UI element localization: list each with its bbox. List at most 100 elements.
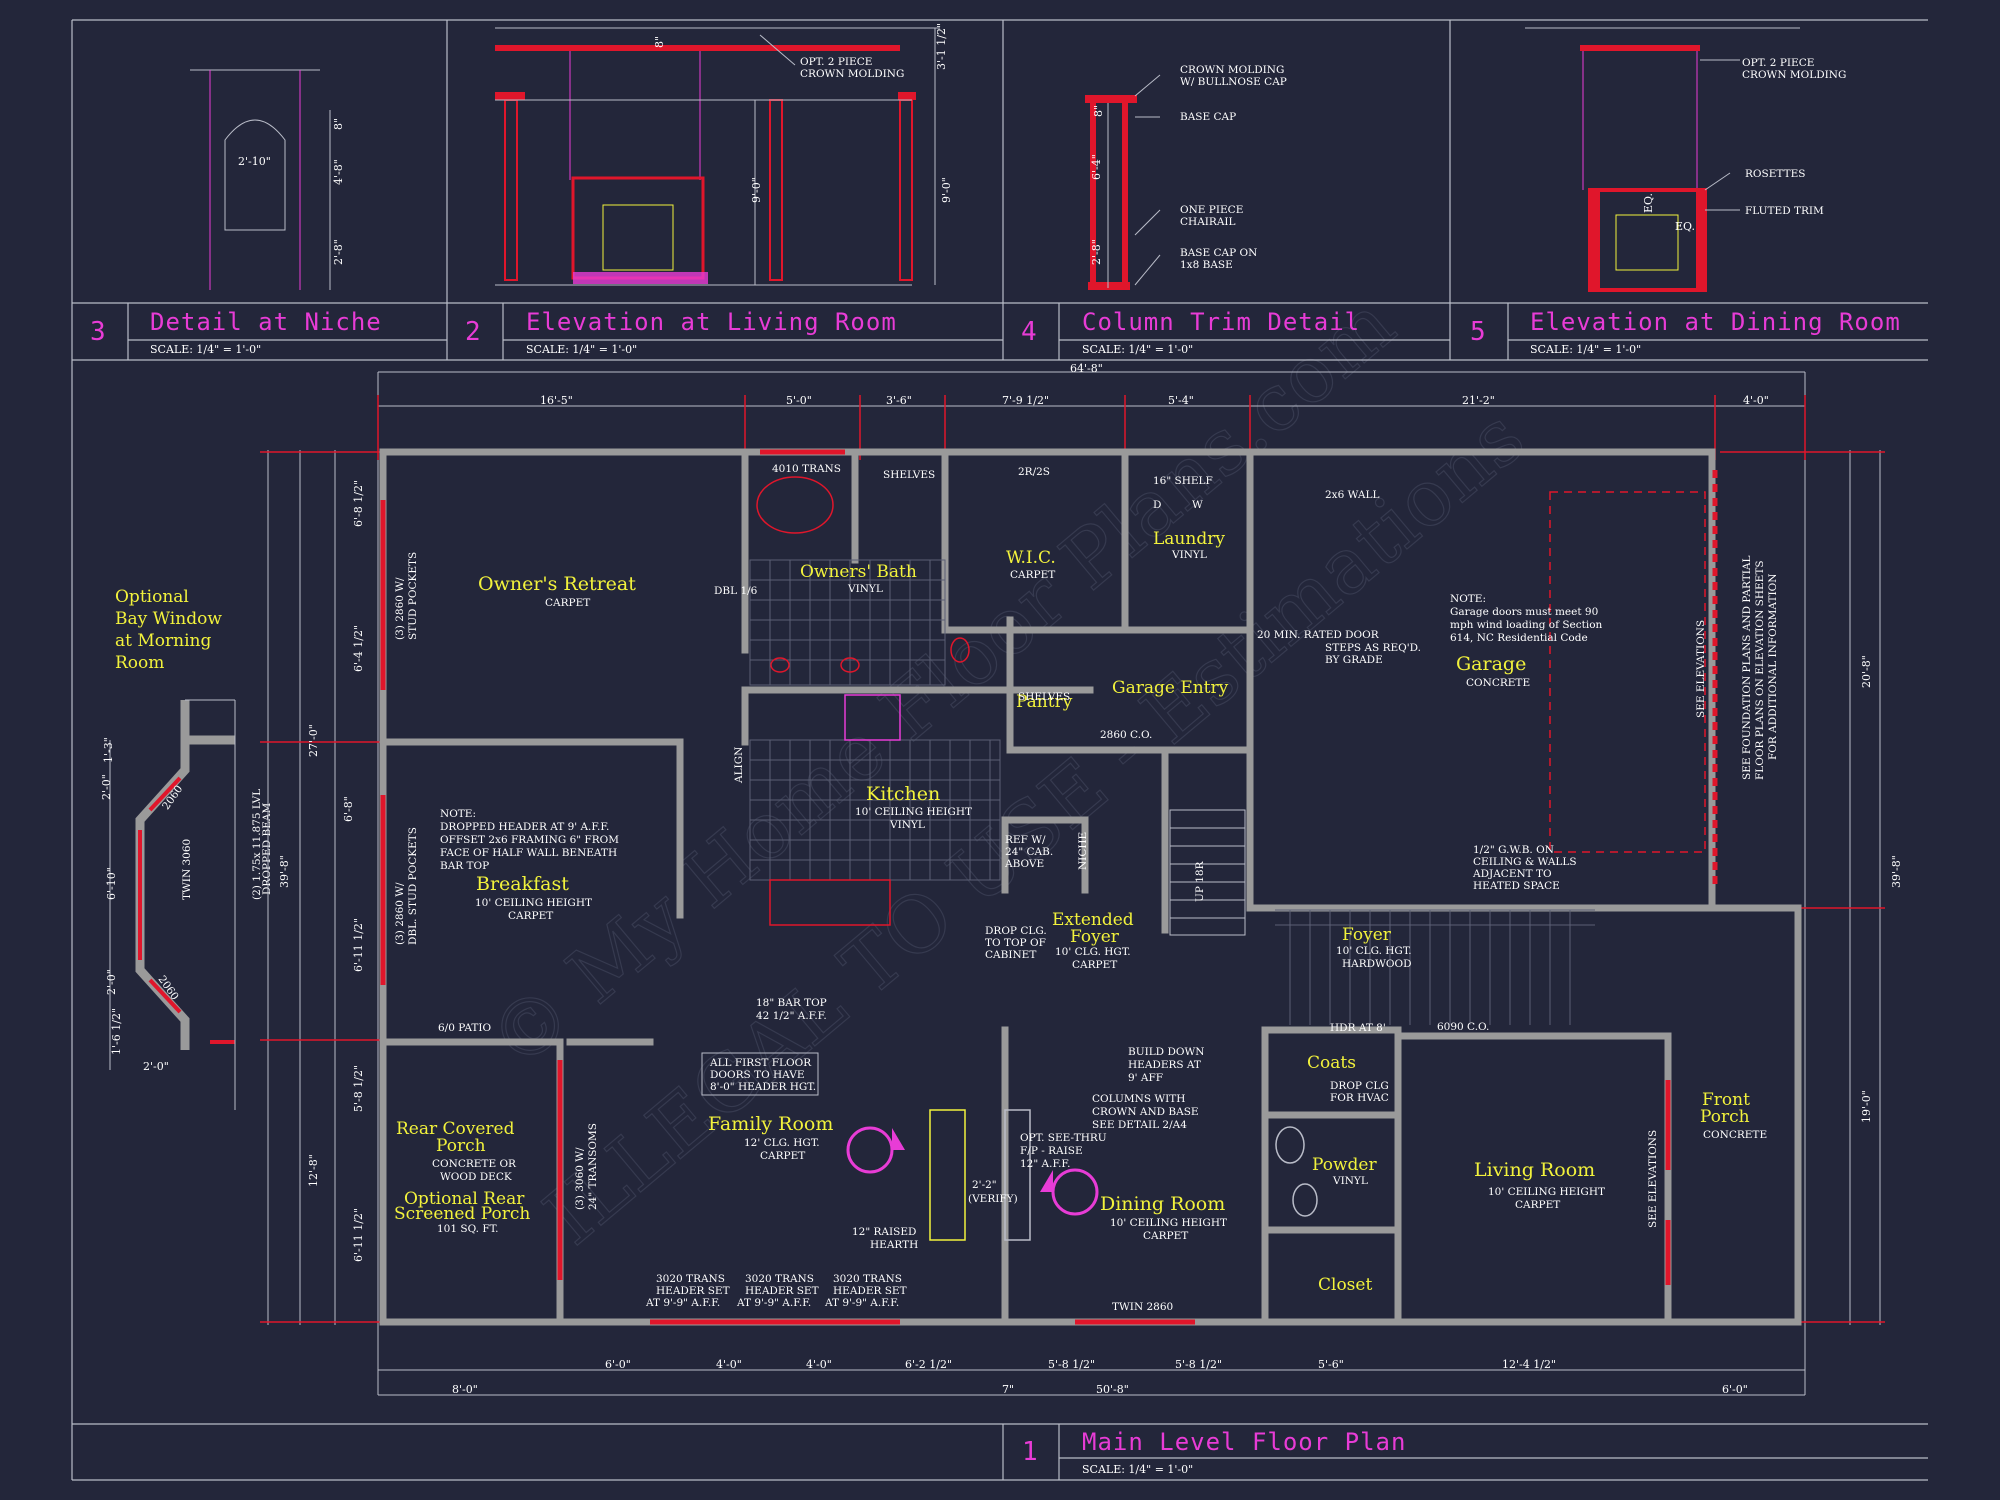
windows <box>380 449 1718 1325</box>
niche-width: 2'-10" <box>238 155 271 168</box>
detail-2-title: Elevation at Living Room <box>526 308 897 336</box>
note-hearth-1: 12" RAISED <box>852 1226 916 1238</box>
liv-elev-dim-2: 3'-1 1/2" <box>935 23 948 70</box>
dining-note-2: CROWN MOLDING <box>1742 69 1846 81</box>
dining-eq-1: EQ. <box>1642 193 1655 213</box>
note-dropped-1: NOTE: <box>440 808 476 820</box>
dim-bot-3: 4'-0" <box>806 1358 832 1371</box>
main-plan-scale: SCALE: 1/4" = 1'-0" <box>1082 1463 1193 1476</box>
label-3060-b: 24" TRANSOMS <box>587 1123 599 1210</box>
liv-elev-dim-4: 9'-0" <box>940 177 953 203</box>
label-w: W <box>1192 499 1203 511</box>
label-shelves-1: SHELVES <box>883 469 935 481</box>
dim-bot-outer-2: 7" <box>1002 1383 1014 1396</box>
bay-label-2: Bay Window <box>115 609 222 629</box>
label-see-elevations-2: SEE ELEVATIONS <box>1695 620 1707 718</box>
dim-bot-outer-4: 6'-0" <box>1722 1383 1748 1396</box>
dim-left-inner-2: 6'-4 1/2" <box>352 625 365 672</box>
detail-niche-drawing: 2'-10" 8" 4'-8" 2'-8" <box>190 69 345 290</box>
label-pantry: Pantry <box>1016 692 1073 712</box>
dim-bot-outer-1: 8'-0" <box>452 1383 478 1396</box>
dim-top-1: 16'-5" <box>540 394 573 407</box>
label-d: D <box>1153 499 1161 511</box>
detail-living-elevation-drawing: 8" 3'-1 1/2" 9'-0" 9'-0" OPT. 2 PIECE CR… <box>495 23 953 286</box>
niche-dim-3: 2'-8" <box>332 239 345 265</box>
label-rear-porch-1: Rear Covered <box>396 1119 515 1139</box>
sub-kitchen-2: VINYL <box>889 819 925 831</box>
note-hvac-2: FOR HVAC <box>1330 1092 1389 1104</box>
note-gwb-3: ADJACENT TO <box>1472 868 1552 880</box>
label-rear-porch-opt-1: Optional Rear <box>404 1189 525 1209</box>
dining-note-4: FLUTED TRIM <box>1745 205 1824 217</box>
detail-3-title: Detail at Niche <box>150 308 382 336</box>
column-dim-3: 2'-8" <box>1090 239 1103 265</box>
bay-dim-5: 1'-6 1/2" <box>110 1008 123 1055</box>
note-rated-1: 20 MIN. RATED DOOR <box>1257 629 1380 641</box>
label-extended-foyer-1: Extended <box>1052 910 1134 930</box>
bay-label-3: at Morning <box>115 631 211 651</box>
note-trans-2c: AT 9'-9" A.F.F. <box>736 1297 811 1309</box>
note-dropped-4: FACE OF HALF WALL BENEATH <box>440 847 617 859</box>
label-up: UP 18R <box>1194 860 1206 902</box>
dim-top-5: 5'-4" <box>1168 394 1194 407</box>
note-columns-3: SEE DETAIL 2/A4 <box>1092 1119 1187 1131</box>
dim-left-outer-2: 12'-8" <box>307 1154 320 1187</box>
label-kitchen: Kitchen <box>866 783 940 805</box>
bay-dim-6: 2'-0" <box>143 1060 169 1073</box>
detail-4-number: 4 <box>1021 317 1037 347</box>
note-trans-1b: HEADER SET <box>656 1285 730 1297</box>
detail-3-scale: SCALE: 1/4" = 1'-0" <box>150 343 261 356</box>
note-dropped-3: OFFSET 2x6 FRAMING 6" FROM <box>440 834 619 846</box>
liv-elev-dim-3: 9'-0" <box>750 177 763 203</box>
note-trans-2a: 3020 TRANS <box>745 1273 814 1285</box>
dim-right-1: 39'-8" <box>1890 855 1903 888</box>
detail-5-title: Elevation at Dining Room <box>1530 308 1901 336</box>
label-front-porch-1: Front <box>1702 1090 1750 1110</box>
label-4010trans: 4010 TRANS <box>772 463 841 475</box>
column-note-7: 1x8 BASE <box>1180 259 1233 271</box>
note-build-1: BUILD DOWN <box>1128 1046 1204 1058</box>
dining-eq-2: EQ. <box>1675 220 1695 233</box>
detail-3-number: 3 <box>90 317 106 347</box>
liv-elev-note-2: CROWN MOLDING <box>800 68 904 80</box>
label-closet: Closet <box>1318 1275 1372 1295</box>
detail-2-number: 2 <box>465 317 481 347</box>
label-stud-1b: STUD POCKETS <box>407 552 419 640</box>
sub-garage: CONCRETE <box>1466 677 1530 689</box>
dim-top-7: 4'-0" <box>1743 394 1769 407</box>
label-owners-bath: Owners' Bath <box>800 562 917 582</box>
label-shelves-2: SHELVES <box>1018 691 1070 703</box>
sub-front-porch: CONCRETE <box>1703 1129 1767 1141</box>
label-dining-room: Dining Room <box>1100 1193 1225 1215</box>
sub-owners-bath: VINYL <box>847 583 883 595</box>
detail-5-scale: SCALE: 1/4" = 1'-0" <box>1530 343 1641 356</box>
sub-dining-room-2: CARPET <box>1143 1230 1188 1242</box>
note-trans-2b: HEADER SET <box>745 1285 819 1297</box>
label-hdr: HDR AT 8' <box>1330 1022 1386 1034</box>
column-note-4: ONE PIECE <box>1180 204 1243 216</box>
dim-left-inner-4: 6'-11 1/2" <box>352 918 365 972</box>
bay-dim-1: 1'-3" <box>102 737 115 763</box>
label-laundry: Laundry <box>1153 529 1225 549</box>
label-2r2s: 2R/2S <box>1018 466 1050 478</box>
label-owners-retreat: Owner's Retreat <box>478 573 636 595</box>
label-patio: 6/0 PATIO <box>438 1022 491 1034</box>
note-doors-2: DOORS TO HAVE <box>710 1069 805 1081</box>
note-dropclg-1: DROP CLG. <box>985 925 1047 937</box>
label-6090: 6090 C.O. <box>1437 1021 1489 1033</box>
plan-notes: NOTE: DROPPED HEADER AT 9' A.F.F. OFFSET… <box>440 555 1779 1309</box>
detail-5-number: 5 <box>1470 317 1486 347</box>
label-shelf16: 16" SHELF <box>1153 475 1213 487</box>
bay-window-detail: Optional Bay Window at Morning Room 1'-3… <box>100 587 273 1110</box>
note-garage-2: Garage doors must meet 90 <box>1450 606 1598 618</box>
sub-wic: CARPET <box>1010 569 1055 581</box>
sub-rear-porch-2: WOOD DECK <box>440 1171 512 1183</box>
column-dim-2: 6'-4" <box>1090 154 1103 180</box>
sub-family-room-2: CARPET <box>760 1150 805 1162</box>
column-note-3: BASE CAP <box>1180 111 1236 123</box>
label-dbl16: DBL 1/6 <box>714 585 758 597</box>
note-seeelev-1: SEE FOUNDATION PLANS AND PARTIAL <box>1741 555 1753 780</box>
label-2x6wall: 2x6 WALL <box>1325 489 1379 501</box>
dim-bot-1: 6'-0" <box>605 1358 631 1371</box>
